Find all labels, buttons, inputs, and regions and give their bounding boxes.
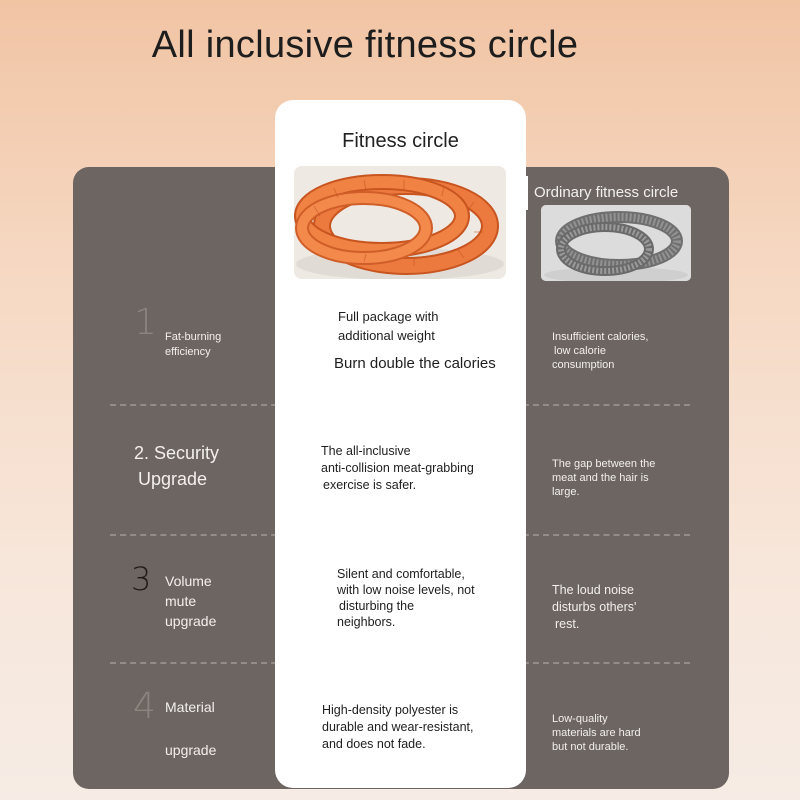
row-3-ordinary-text: The loud noise disturbs others' rest. bbox=[552, 582, 636, 633]
row-3-fitness-line: with low noise levels, not bbox=[337, 583, 475, 597]
row-2-ordinary-line: The gap between the bbox=[552, 458, 656, 470]
row-4-fitness-text: High-density polyester is durable and we… bbox=[322, 702, 473, 753]
row-2-feature-line: Upgrade bbox=[138, 469, 208, 489]
row-1-feature-line: Fat-burning bbox=[165, 331, 222, 343]
row-4-ordinary-line: Low-quality bbox=[552, 713, 608, 725]
fitness-circle-image bbox=[294, 166, 506, 279]
row-1-fitness-highlight: Burn double the calories bbox=[334, 355, 496, 372]
row-4-feature-upgrade: upgrade bbox=[165, 742, 217, 758]
ordinary-title-tab bbox=[522, 176, 528, 210]
row-3-ordinary-line: disturbs others' bbox=[552, 600, 637, 614]
row-2-ordinary-text: The gap between the meat and the hair is… bbox=[552, 457, 655, 499]
row-1-feature-line: efficiency bbox=[165, 346, 211, 358]
row-3-feature: Volume mute upgrade bbox=[165, 571, 216, 631]
row-3-fitness-line: disturbing the bbox=[339, 599, 415, 613]
row-1-fitness-text: Full package with additional weight bbox=[338, 307, 438, 345]
ordinary-fitness-circle-image bbox=[541, 205, 691, 281]
row-3-fitness-line: neighbors. bbox=[337, 615, 396, 629]
fitness-circle-title: Fitness circle bbox=[342, 130, 459, 152]
row-1-ordinary-line: consumption bbox=[552, 359, 615, 371]
ordinary-fitness-circle-title: Ordinary fitness circle bbox=[534, 184, 679, 201]
row-1-ordinary-line: low calorie bbox=[554, 345, 606, 357]
row-3-ordinary-line: The loud noise bbox=[552, 583, 635, 597]
row-4-fitness-line: and does not fade. bbox=[322, 737, 426, 751]
row-4-ordinary-line: materials are hard bbox=[552, 727, 641, 739]
row-3-fitness-text: Silent and comfortable, with low noise l… bbox=[337, 566, 475, 630]
page-title: All inclusive fitness circle bbox=[151, 24, 579, 66]
row-2-feature-line: Security bbox=[154, 443, 220, 463]
row-1-fitness-line: additional weight bbox=[338, 328, 435, 343]
row-1-feature: Fat-burning efficiency bbox=[165, 330, 221, 359]
row-1-number: 1 bbox=[134, 302, 157, 343]
row-2-fitness-line: exercise is safer. bbox=[323, 478, 417, 492]
row-4-fitness-line: High-density polyester is bbox=[322, 703, 459, 717]
row-2-ordinary-line: large. bbox=[552, 486, 580, 498]
row-3-fitness-line: Silent and comfortable, bbox=[337, 567, 465, 581]
row-2-fitness-line: The all-inclusive bbox=[321, 444, 411, 458]
row-4-ordinary-line: but not durable. bbox=[552, 741, 629, 753]
row-4-fitness-line: durable and wear-resistant, bbox=[322, 720, 474, 734]
row-1-ordinary-text: Insufficient calories, low calorie consu… bbox=[552, 330, 648, 372]
row-2-feature: 2. Security Upgrade bbox=[134, 440, 219, 492]
row-2-number: 2. bbox=[134, 443, 150, 463]
row-3-feature-line: mute bbox=[165, 593, 197, 609]
row-4-number: 4 bbox=[133, 686, 156, 727]
row-1-fitness-line: Full package with bbox=[338, 309, 439, 324]
row-3-feature-line: Volume bbox=[165, 573, 212, 589]
row-3-feature-line: upgrade bbox=[165, 613, 217, 629]
row-3-ordinary-line: rest. bbox=[555, 617, 580, 631]
row-1-ordinary-line: Insufficient calories, bbox=[552, 331, 649, 343]
row-3-number: 3 bbox=[131, 560, 152, 598]
row-2-fitness-line: anti-collision meat-grabbing bbox=[321, 461, 474, 475]
fitness-circle-card: Fitness circle bbox=[275, 100, 526, 788]
row-4-ordinary-text: Low-quality materials are hard but not d… bbox=[552, 712, 641, 754]
row-4-feature-material: Material bbox=[165, 699, 215, 715]
row-2-ordinary-line: meat and the hair is bbox=[552, 472, 649, 484]
row-2-fitness-text: The all-inclusive anti-collision meat-gr… bbox=[321, 443, 474, 494]
